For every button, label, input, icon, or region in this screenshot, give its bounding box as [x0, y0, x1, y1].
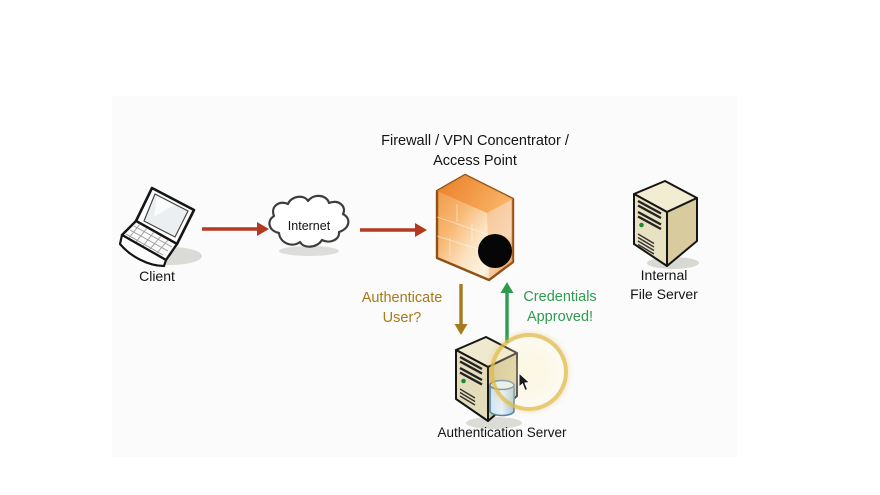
authentication-server-label: Authentication Server [437, 425, 567, 440]
authenticate-user-label: Authenticate User? [342, 288, 462, 328]
internet-node [263, 193, 355, 259]
mouse-cursor-icon [518, 372, 532, 392]
arrow-client-to-internet [201, 220, 271, 238]
arrow-internet-to-firewall [359, 221, 429, 239]
slide-panel [112, 96, 737, 457]
arrow-right-icon [202, 222, 269, 236]
arrow-credentials-up [498, 280, 516, 346]
highlight-circle [490, 333, 568, 411]
arrow-right-icon [360, 223, 427, 237]
authenticate-user-line2: User? [382, 310, 422, 326]
internal-file-server-node [627, 179, 703, 271]
diagram-title-line1: Firewall / VPN Concentrator / [381, 133, 569, 149]
internal-file-server-label-line2: File Server [630, 286, 698, 302]
firewall-node [432, 172, 518, 284]
client-node [112, 184, 212, 276]
arrow-authenticate-down [452, 282, 470, 338]
client-label: Client [139, 268, 175, 284]
internal-file-server-label: Internal File Server [614, 266, 714, 304]
diagram-title-line2: Access Point [433, 153, 517, 169]
arrow-down-icon [454, 284, 468, 335]
server-tower-icon [633, 180, 699, 269]
internet-label: Internet [287, 219, 331, 233]
cloud-icon [268, 194, 350, 256]
credentials-approved-line2: Approved! [526, 309, 594, 325]
black-circle-marker [478, 234, 512, 268]
credentials-approved-line1: Credentials [523, 289, 597, 305]
authenticate-user-line1: Authenticate [361, 290, 443, 306]
internal-file-server-label-line1: Internal [640, 267, 688, 283]
laptop-icon [118, 186, 202, 268]
firewall-brick-box-icon [435, 173, 515, 282]
diagram-title: Firewall / VPN Concentrator / Access Poi… [330, 131, 620, 171]
credentials-approved-label: Credentials Approved! [500, 287, 620, 327]
arrow-up-icon [500, 282, 514, 343]
